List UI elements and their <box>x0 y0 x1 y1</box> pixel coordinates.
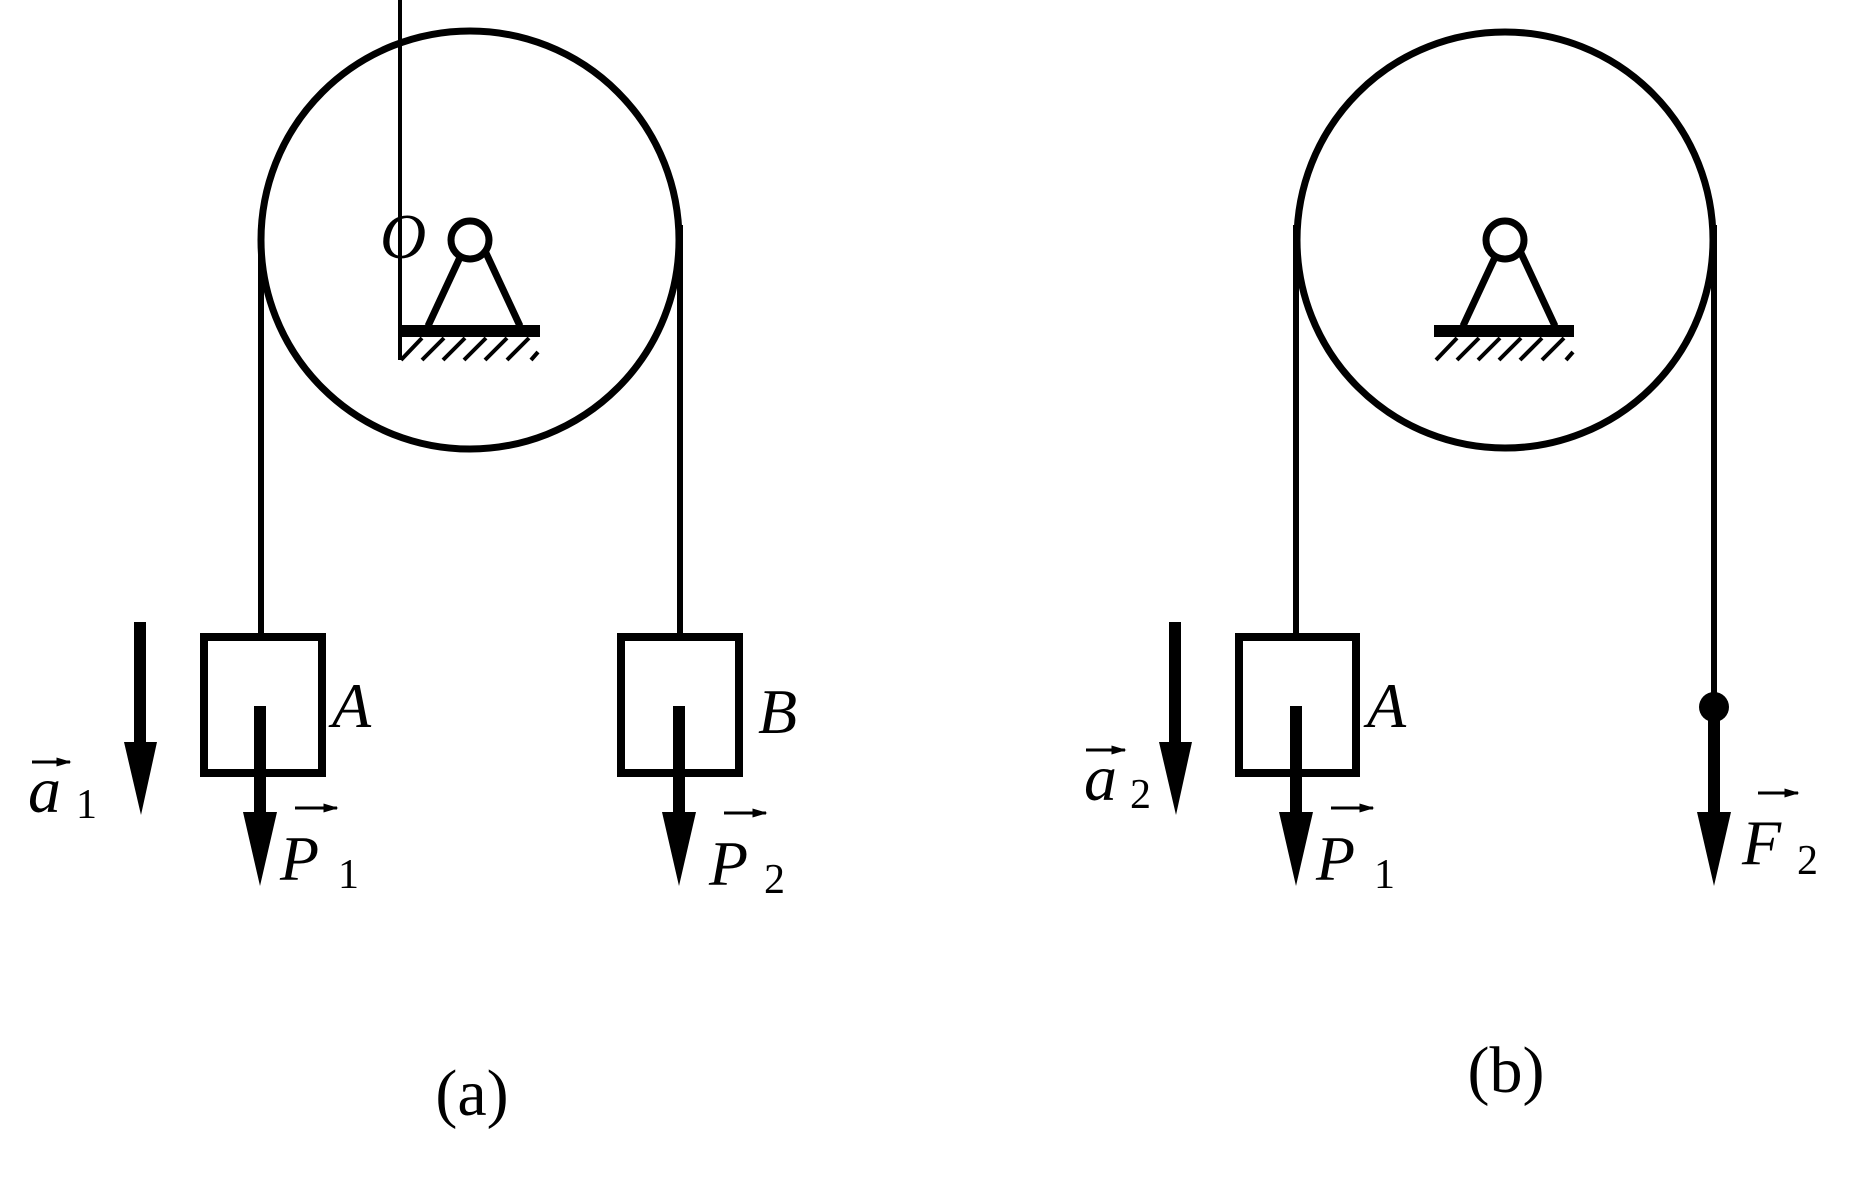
block-b-label: B <box>758 676 797 747</box>
force-p1-label: P 1 <box>1315 803 1395 898</box>
svg-text:2: 2 <box>1130 772 1151 818</box>
caption-b: (b) <box>1468 1034 1545 1107</box>
panel-a: O A P 1 a 1 B <box>28 0 797 1130</box>
svg-text:1: 1 <box>1374 852 1395 898</box>
pivot-pin <box>1482 217 1528 263</box>
pivot-support <box>398 0 540 362</box>
panel-b: A P 1 a 2 F 2 (b) <box>1084 28 1818 1107</box>
block-a-label: A <box>328 670 372 741</box>
svg-text:a: a <box>1084 742 1117 815</box>
caption-a: (a) <box>435 1057 508 1130</box>
svg-text:1: 1 <box>338 852 359 898</box>
force-f2-label: F 2 <box>1741 788 1818 884</box>
svg-text:a: a <box>28 754 61 827</box>
pivot-support <box>1434 217 1575 362</box>
block-a-label: A <box>1363 670 1407 741</box>
svg-text:1: 1 <box>76 782 97 828</box>
acceleration-a1-label: a 1 <box>28 754 97 828</box>
force-p2-label: P 2 <box>708 808 785 903</box>
svg-text:2: 2 <box>764 857 785 903</box>
acceleration-a2-label: a 2 <box>1084 742 1151 818</box>
svg-text:P: P <box>1315 823 1355 894</box>
pivot-pin <box>447 217 493 263</box>
svg-text:2: 2 <box>1797 838 1818 884</box>
svg-text:P: P <box>279 823 319 894</box>
force-p2-arrow <box>662 706 696 886</box>
force-f2-arrow <box>1697 692 1731 886</box>
force-p1-label: P 1 <box>279 803 359 898</box>
force-p1-arrow <box>1279 706 1313 886</box>
acceleration-a1-arrow <box>124 622 157 815</box>
acceleration-a2-arrow <box>1159 622 1192 815</box>
svg-text:P: P <box>708 828 748 899</box>
force-p1-arrow <box>243 706 277 886</box>
pulley-label: O <box>380 201 426 272</box>
svg-text:F: F <box>1741 807 1782 878</box>
